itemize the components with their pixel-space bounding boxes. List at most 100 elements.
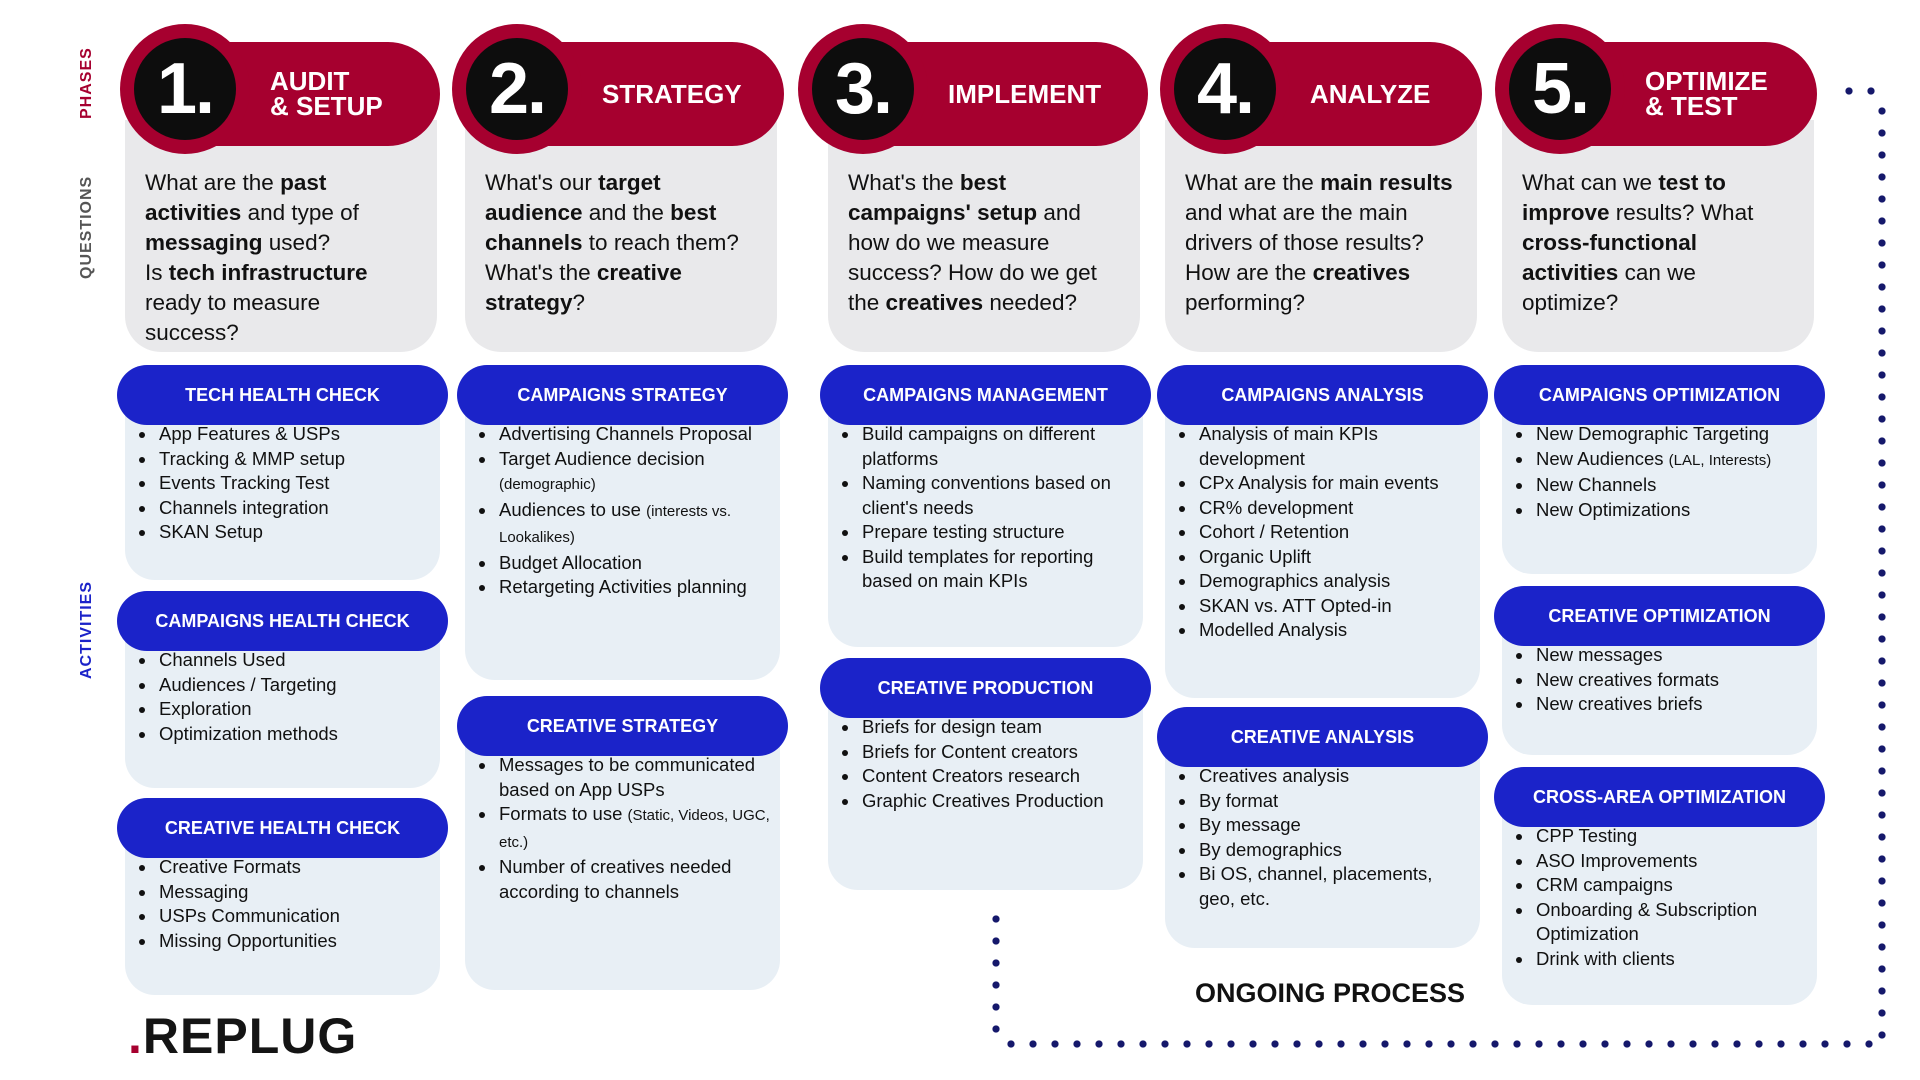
activity-item-text: Graphic Creatives Production: [862, 789, 1104, 811]
phase-number-badge: 5.: [1495, 24, 1625, 154]
activity-item-text: CRM campaigns: [1536, 874, 1673, 895]
question-box-1: What are the past activities and type of…: [125, 120, 437, 352]
activity-item-text: By demographics: [1199, 838, 1342, 860]
activity-list: New Demographic TargetingNew Audiences (…: [1502, 410, 1817, 574]
activity-item-text: Messaging: [159, 880, 249, 902]
activity-header: CROSS-AREA OPTIMIZATION: [1494, 767, 1825, 827]
activity-item: SKAN vs. ATT Opted-in: [1197, 594, 1470, 619]
activity-item-text: By format: [1199, 789, 1279, 811]
activity-item: Retargeting Activities planning: [497, 575, 770, 600]
activity-item: Audiences to use (interests vs. Lookalik…: [497, 498, 770, 551]
question-keyword: past activities: [145, 170, 327, 225]
ongoing-process-label: ONGOING PROCESS: [1194, 978, 1466, 1008]
activity-header: CAMPAIGNS MANAGEMENT: [820, 365, 1151, 425]
activity-item-text: Audiences to use: [499, 498, 647, 520]
activity-header: CREATIVE ANALYSIS: [1157, 707, 1488, 767]
activity-item-text: Missing Opportunities: [159, 929, 337, 951]
activity-list: Build campaigns on different platformsNa…: [828, 410, 1143, 647]
activity-item-text: Formats to use: [499, 803, 628, 824]
activity-item: Build campaigns on different platforms: [860, 422, 1133, 471]
activity-item-note: (Static, Videos, UGC, etc.): [499, 807, 770, 851]
question-keyword: messaging: [145, 230, 263, 255]
activity-items: Creative FormatsMessagingUSPs Communicat…: [133, 855, 430, 953]
activity-item: App Features & USPs: [157, 422, 430, 447]
phase-number: 3.: [812, 38, 914, 140]
activity-item-text: Briefs for design team: [862, 716, 1042, 737]
question-segment: and type of: [241, 200, 359, 225]
activity-item: By message: [1197, 813, 1470, 838]
activity-item: Prepare testing structure: [860, 520, 1133, 545]
activity-item-text: New creatives formats: [1536, 668, 1719, 690]
activity-item-text: Number of creatives needed according to …: [499, 856, 732, 902]
activity-item: Tracking & MMP setup: [157, 447, 430, 472]
activity-item: Messaging: [157, 880, 430, 905]
activity-item-text: Channels Used: [159, 649, 286, 670]
phase-title: ANALYZE: [1310, 78, 1431, 109]
activity-item: Audiences / Targeting: [157, 673, 430, 698]
activity-item: Briefs for design team: [860, 715, 1133, 740]
activity-item: Missing Opportunities: [157, 929, 430, 954]
activity-item-text: Optimization methods: [159, 722, 338, 744]
activity-items: Analysis of main KPIs developmentCPx Ana…: [1173, 422, 1470, 643]
phase-title: OPTIMIZE & TEST: [1645, 66, 1768, 121]
question-keyword: creative strategy: [485, 260, 682, 315]
activity-item: CR% development: [1197, 496, 1470, 521]
phase-3: 3.IMPLEMENT: [798, 24, 1148, 178]
activity-item-text: CPP Testing: [1536, 825, 1638, 846]
activity-item: New messages: [1534, 643, 1807, 668]
activity-item: Messages to be communicated based on App…: [497, 753, 770, 802]
question-box-3: What's the best campaigns' setup and how…: [828, 120, 1140, 352]
activity-item-text: New Channels: [1536, 474, 1657, 495]
question-keyword: test to improve: [1522, 170, 1726, 225]
phase-5: 5. OPTIMIZE & TEST: [1495, 24, 1817, 178]
activity-item-text: Target Audience decision: [499, 447, 705, 469]
question-segment: ready to measure success?: [145, 290, 321, 345]
activity-item-text: New Optimizations: [1536, 498, 1691, 520]
activity-list: Messages to be communicated based on App…: [465, 741, 780, 990]
activity-items: App Features & USPsTracking & MMP setupE…: [133, 422, 430, 545]
activity-item: Number of creatives needed according to …: [497, 855, 770, 904]
phase-number-badge: 2.: [452, 24, 582, 154]
activity-item: CPP Testing: [1534, 824, 1807, 849]
activity-item-text: Advertising Channels Proposal: [499, 423, 752, 444]
activity-item-text: Audiences / Targeting: [159, 673, 337, 695]
question-box-2: What's our target audience and the best …: [465, 120, 777, 352]
activity-item: USPs Communication: [157, 904, 430, 929]
activity-item: Drink with clients: [1534, 947, 1807, 972]
activity-header: CREATIVE PRODUCTION: [820, 658, 1151, 718]
activity-header: CAMPAIGNS HEALTH CHECK: [117, 591, 448, 651]
activity-item-text: Naming conventions based on client's nee…: [862, 472, 1111, 518]
activity-item-text: SKAN Setup: [159, 521, 263, 542]
question-text: What's the best campaigns' setup and how…: [848, 168, 1122, 318]
question-segment: and the: [582, 200, 671, 225]
dotted-line-bottom: [1000, 1040, 1886, 1048]
activity-item: Naming conventions based on client's nee…: [860, 471, 1133, 520]
question-keyword: best channels: [485, 200, 717, 255]
activity-item-text: New Audiences: [1536, 447, 1669, 469]
question-box-4: What are the main results and what are t…: [1165, 120, 1477, 352]
activity-item-text: New messages: [1536, 644, 1663, 665]
dotted-line-right: [1878, 100, 1886, 1040]
phase-title: STRATEGY: [602, 78, 742, 109]
activity-item-text: CR% development: [1199, 496, 1354, 518]
question-text: What's our target audience and the best …: [485, 168, 759, 318]
activity-item-text: Channels integration: [159, 496, 329, 518]
dotted-line-top: [1838, 87, 1882, 95]
question-text: What are the main results and what are t…: [1185, 168, 1459, 318]
activity-list: App Features & USPsTracking & MMP setupE…: [125, 410, 440, 580]
replug-logo: .REPLUG: [128, 1007, 357, 1065]
activity-item: Organic Uplift: [1197, 545, 1470, 570]
activity-item-text: Events Tracking Test: [159, 472, 330, 493]
activity-item: Optimization methods: [157, 722, 430, 747]
activity-item: ASO Improvements: [1534, 849, 1807, 874]
phase-number: 1.: [134, 38, 236, 140]
activity-item: Modelled Analysis: [1197, 618, 1470, 643]
activity-item-text: Analysis of main KPIs development: [1199, 423, 1378, 469]
activity-list: Analysis of main KPIs developmentCPx Ana…: [1165, 410, 1480, 698]
question-segment: What are the: [145, 170, 281, 195]
activity-item-text: App Features & USPs: [159, 423, 340, 444]
question-segment: What's the: [848, 170, 960, 195]
activity-item: Formats to use (Static, Videos, UGC, etc…: [497, 802, 770, 855]
activity-item-text: Briefs for Content creators: [862, 740, 1078, 762]
activity-item: Budget Allocation: [497, 551, 770, 576]
